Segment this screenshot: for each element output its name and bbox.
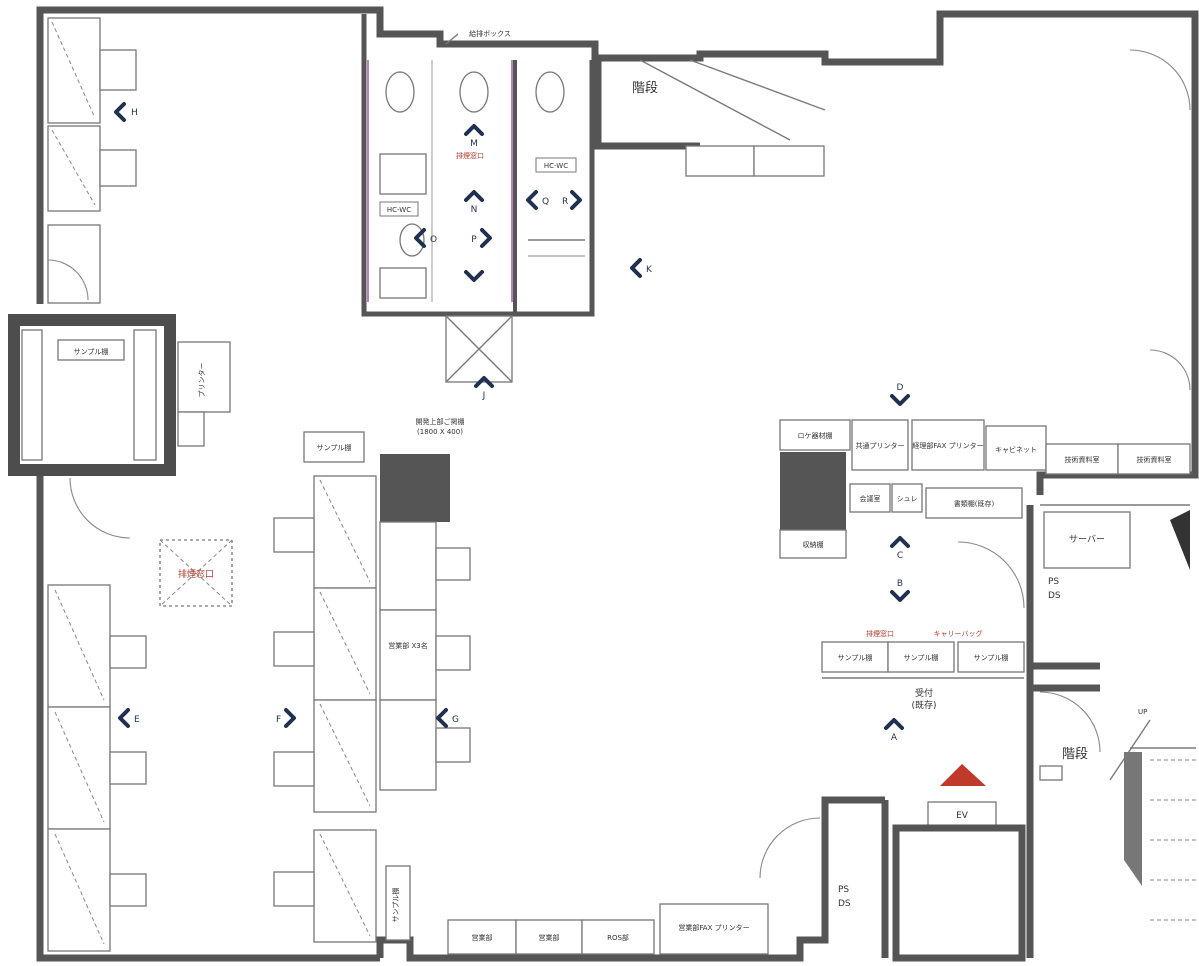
- viewpoint-r: R: [562, 197, 568, 207]
- server-label: サーバー: [1069, 534, 1105, 545]
- desk-center-label: 営業部 X3名: [388, 641, 427, 650]
- ps-ds-bottom: PS DS: [759, 817, 851, 909]
- stairs-right-label: 階段: [1062, 747, 1088, 762]
- wc-vestibule: [445, 315, 513, 383]
- left-pillar-shelves: サンプル棚: [21, 329, 157, 461]
- counter-label: キャリーバッグ: [934, 629, 983, 638]
- right-stairs: 階段 UP: [1039, 691, 1196, 921]
- viewpoint-p: P: [471, 235, 477, 245]
- viewpoint-f: F: [276, 715, 281, 725]
- left-cabinet-side-label: サンプル棚: [391, 888, 400, 923]
- viewpoint-h: H: [131, 108, 138, 118]
- printer-label: プリンター: [197, 363, 206, 398]
- viewpoint-g: G: [452, 715, 459, 725]
- smoke-vent-left: 排煙窓口: [159, 539, 233, 607]
- reception-label: 受付: [915, 687, 933, 699]
- bottom-row-0: 営業部: [472, 933, 493, 942]
- bottom-row-2: ROS部: [607, 933, 629, 942]
- sample-row-0: サンプル棚: [838, 653, 873, 662]
- mid-right-small: 収納棚: [803, 540, 824, 549]
- upper-row-5: 技術資料室: [1137, 455, 1172, 464]
- bottom-row-1: 営業部: [539, 933, 560, 942]
- hwwc-right-label: HC-WC: [544, 162, 568, 170]
- mid-row-2: 書類棚(既存): [954, 499, 995, 508]
- outer-walls: [8, 6, 1199, 962]
- viewpoint-j: J: [482, 391, 486, 401]
- mid-row-0: 会議室: [860, 494, 881, 503]
- stairs-top-label: 階段: [632, 81, 658, 96]
- upper-row-0: ロケ器材棚: [798, 431, 833, 440]
- top-stairs: 階段: [632, 59, 826, 177]
- ev-label: EV: [956, 811, 969, 821]
- mid-right: 収納棚 会議室 シュレ 書類棚(既存): [779, 452, 1025, 609]
- mid-row-1: シュレ: [897, 495, 918, 503]
- sample-shelf-row: 排煙窓口 キャリーバッグ サンプル棚 サンプル棚 サンプル棚 受付 (既存): [821, 629, 1025, 711]
- smoke-vent-right-label: 排煙窓口: [866, 629, 894, 638]
- upper-row-1: 共通プリンター: [856, 441, 905, 450]
- up-label: UP: [1138, 708, 1147, 716]
- central-desk-island: サンプル棚 営業部 X3名 開発上部ご掲棚 (1800 X 400) サンプル棚: [273, 417, 471, 943]
- ds-top-label: DS: [1048, 591, 1061, 601]
- cabinet-label: サンプル棚: [317, 443, 352, 452]
- elevator: EV: [892, 801, 1026, 962]
- viewpoint-b: B: [897, 579, 903, 589]
- viewpoint-d: D: [897, 383, 904, 393]
- viewpoint-a: A: [891, 733, 898, 743]
- ps-bottom-label: PS: [838, 885, 849, 895]
- viewpoint-q: Q: [542, 197, 549, 207]
- upper-row-4: 技術資料室: [1065, 455, 1100, 464]
- upper-row-3: キャビネット: [995, 445, 1037, 454]
- top-left-desks: [47, 17, 137, 304]
- wc-block: HC-WC HC-WC 排煙窓口 給排ボックス: [367, 29, 585, 302]
- viewpoint-o: O: [430, 235, 437, 245]
- viewpoint-markers: H M N O P Q R K J D C B A: [114, 102, 910, 743]
- bottom-row-3: 営業部FAX プリンター: [678, 923, 749, 932]
- entrance-marker: [940, 764, 986, 786]
- left-desk-bank: [47, 584, 147, 952]
- dev-shelf-label: 開発上部ご掲棚: [416, 417, 465, 426]
- viewpoint-e: E: [134, 715, 140, 725]
- wc-smoke-vent-label: 排煙窓口: [456, 151, 484, 160]
- dev-shelf-size: (1800 X 400): [417, 428, 463, 436]
- pipe-box-label: 給排ボックス: [469, 29, 511, 38]
- printer-unit: プリンター: [177, 341, 231, 447]
- server-room: サーバー PS DS: [1040, 504, 1190, 601]
- upper-row-2: 経理部FAX プリンター: [912, 441, 983, 450]
- smoke-vent-left-label: 排煙窓口: [178, 568, 214, 580]
- bottom-row: 営業部 営業部 ROS部 営業部FAX プリンター: [447, 903, 769, 955]
- sample-row-1: サンプル棚: [904, 653, 939, 662]
- viewpoint-m: M: [470, 139, 478, 149]
- viewpoint-n: N: [471, 205, 478, 215]
- hwwc-left-label: HC-WC: [387, 206, 411, 214]
- reception-sub: (既存): [911, 699, 936, 711]
- viewpoint-k: K: [646, 265, 653, 275]
- ds-bottom-label: DS: [838, 899, 851, 909]
- sample-row-2: サンプル棚: [974, 653, 1009, 662]
- sample-shelf-label: サンプル棚: [74, 347, 109, 356]
- ps-top-label: PS: [1048, 577, 1059, 587]
- upper-right-row: ロケ器材棚 共通プリンター 経理部FAX プリンター キャビネット 技術資料室 …: [779, 419, 1191, 475]
- viewpoint-c: C: [897, 551, 903, 561]
